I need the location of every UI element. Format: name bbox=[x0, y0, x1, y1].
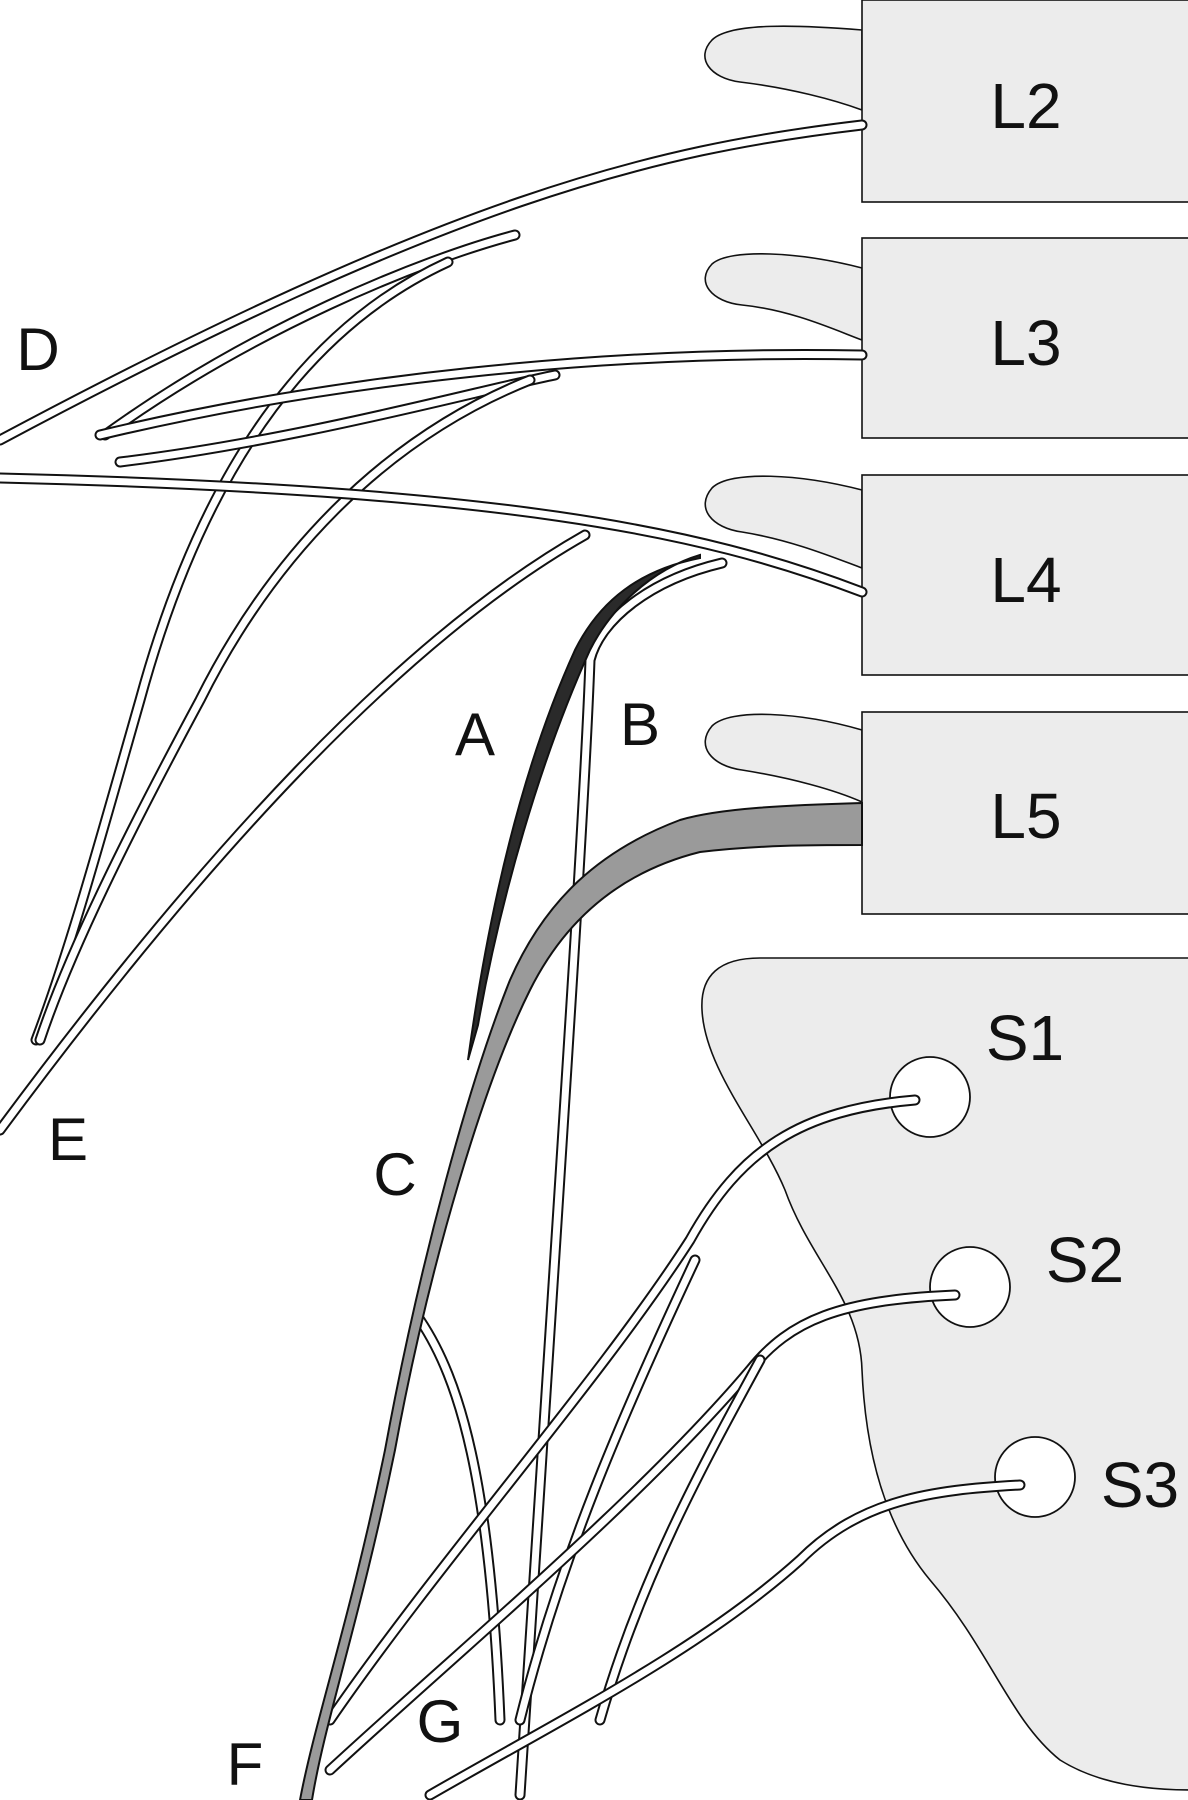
l2-label: L2 bbox=[990, 70, 1061, 142]
s3-label: S3 bbox=[1101, 1449, 1179, 1521]
l5-body bbox=[861, 711, 1188, 915]
l4-to-d-nerve bbox=[0, 472, 868, 598]
l5-transverse-process bbox=[704, 713, 863, 804]
nerve-a bbox=[467, 553, 701, 1061]
l2-to-e-nerve bbox=[30, 256, 454, 1046]
l3-transverse-process bbox=[704, 253, 863, 342]
label-e: E bbox=[48, 1106, 88, 1173]
sacrum-body bbox=[701, 957, 1188, 1791]
nerve-c bbox=[298, 801, 863, 1800]
nerve-a-trunk bbox=[467, 553, 701, 1061]
nerve-b bbox=[514, 557, 728, 1800]
nerve-c-trunk bbox=[298, 801, 863, 1800]
c-branch-to-g-nerve bbox=[414, 1314, 506, 1726]
l2-to-d-nerve bbox=[0, 119, 868, 446]
label-a: A bbox=[455, 701, 495, 768]
l4-to-e-nerve bbox=[0, 529, 591, 1136]
vertebra-l2: L2 bbox=[704, 0, 1188, 203]
s1-to-g-nerve bbox=[514, 1254, 701, 1726]
l2-to-lateral-trunk-nerve bbox=[99, 229, 521, 441]
letter-labels: A B C D E F G bbox=[16, 316, 660, 1798]
l2-transverse-process bbox=[704, 25, 863, 112]
label-b: B bbox=[620, 691, 660, 758]
s3-nerve bbox=[424, 1479, 1026, 1800]
vertebra-l5: L5 bbox=[704, 711, 1188, 915]
s2-to-g-nerve bbox=[594, 1354, 766, 1726]
label-c: C bbox=[373, 1141, 416, 1208]
s3-foramen bbox=[994, 1436, 1076, 1518]
s1-label: S1 bbox=[986, 1002, 1064, 1074]
label-g: G bbox=[417, 1688, 464, 1755]
label-d: D bbox=[16, 316, 59, 383]
l4-transverse-process bbox=[704, 475, 863, 570]
l3-body bbox=[861, 237, 1188, 439]
l3-to-d-nerve bbox=[94, 348, 868, 441]
l2-body bbox=[861, 0, 1188, 203]
l3-to-e-nerve bbox=[34, 374, 536, 1046]
l5-label: L5 bbox=[990, 780, 1061, 852]
l4-label: L4 bbox=[990, 544, 1061, 616]
s1-foramen bbox=[889, 1056, 971, 1138]
s1-nerve bbox=[324, 1094, 921, 1726]
l4-body bbox=[861, 474, 1188, 676]
s2-nerve bbox=[324, 1289, 961, 1776]
s2-label: S2 bbox=[1046, 1224, 1124, 1296]
label-f: F bbox=[227, 1731, 264, 1798]
vertebra-l3: L3 bbox=[704, 237, 1188, 439]
sacrum: S1 S2 S3 bbox=[701, 957, 1188, 1791]
l3-label: L3 bbox=[990, 307, 1061, 379]
vertebra-l4: L4 bbox=[704, 474, 1188, 676]
nerve-branches bbox=[0, 119, 1026, 1800]
s2-foramen bbox=[929, 1246, 1011, 1328]
